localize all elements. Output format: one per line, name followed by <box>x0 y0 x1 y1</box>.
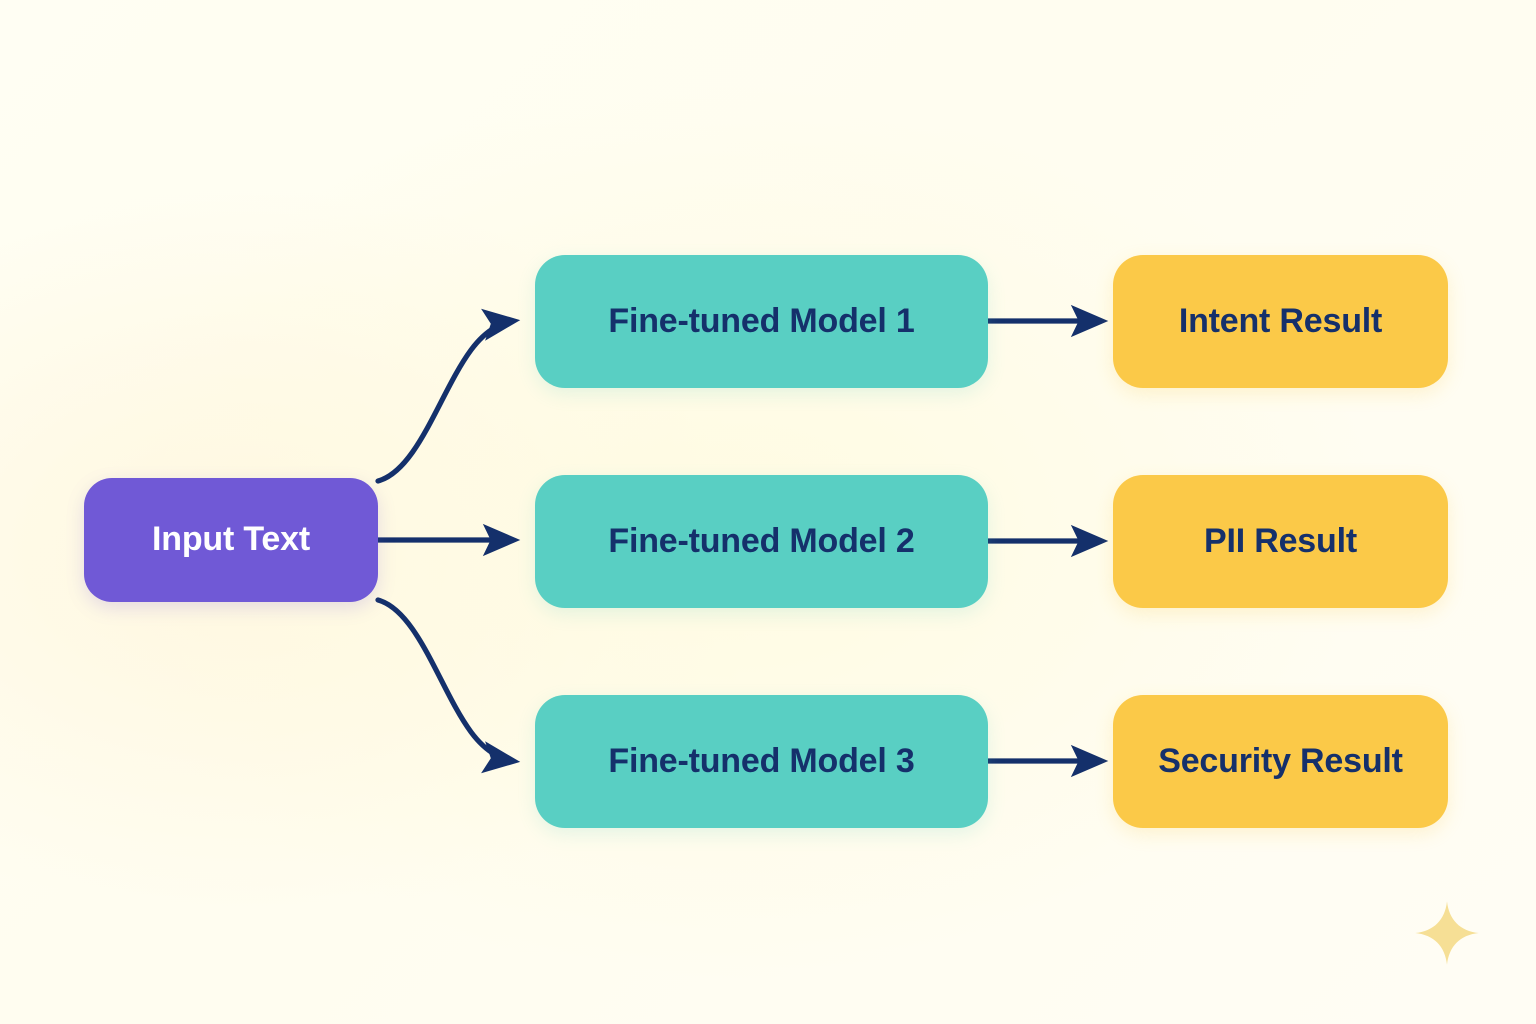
node-fine-tuned-model-1[interactable]: Fine-tuned Model 1 <box>535 255 988 388</box>
node-fine-tuned-model-2-label: Fine-tuned Model 2 <box>608 521 915 560</box>
node-fine-tuned-model-3[interactable]: Fine-tuned Model 3 <box>535 695 988 828</box>
node-security-result[interactable]: Security Result <box>1113 695 1448 828</box>
node-fine-tuned-model-3-label: Fine-tuned Model 3 <box>608 741 915 780</box>
node-input-text[interactable]: Input Text <box>84 478 378 602</box>
sparkle-icon <box>1415 901 1479 965</box>
node-intent-result[interactable]: Intent Result <box>1113 255 1448 388</box>
edge-input-to-model-3 <box>375 597 521 774</box>
edge-input-to-model-1 <box>375 308 521 484</box>
node-fine-tuned-model-2[interactable]: Fine-tuned Model 2 <box>535 475 988 608</box>
node-pii-result-label: PII Result <box>1204 521 1357 560</box>
node-fine-tuned-model-1-label: Fine-tuned Model 1 <box>608 301 915 340</box>
node-security-result-label: Security Result <box>1158 741 1403 780</box>
node-intent-result-label: Intent Result <box>1178 301 1383 340</box>
node-pii-result[interactable]: PII Result <box>1113 475 1448 608</box>
node-input-text-label: Input Text <box>152 520 310 559</box>
